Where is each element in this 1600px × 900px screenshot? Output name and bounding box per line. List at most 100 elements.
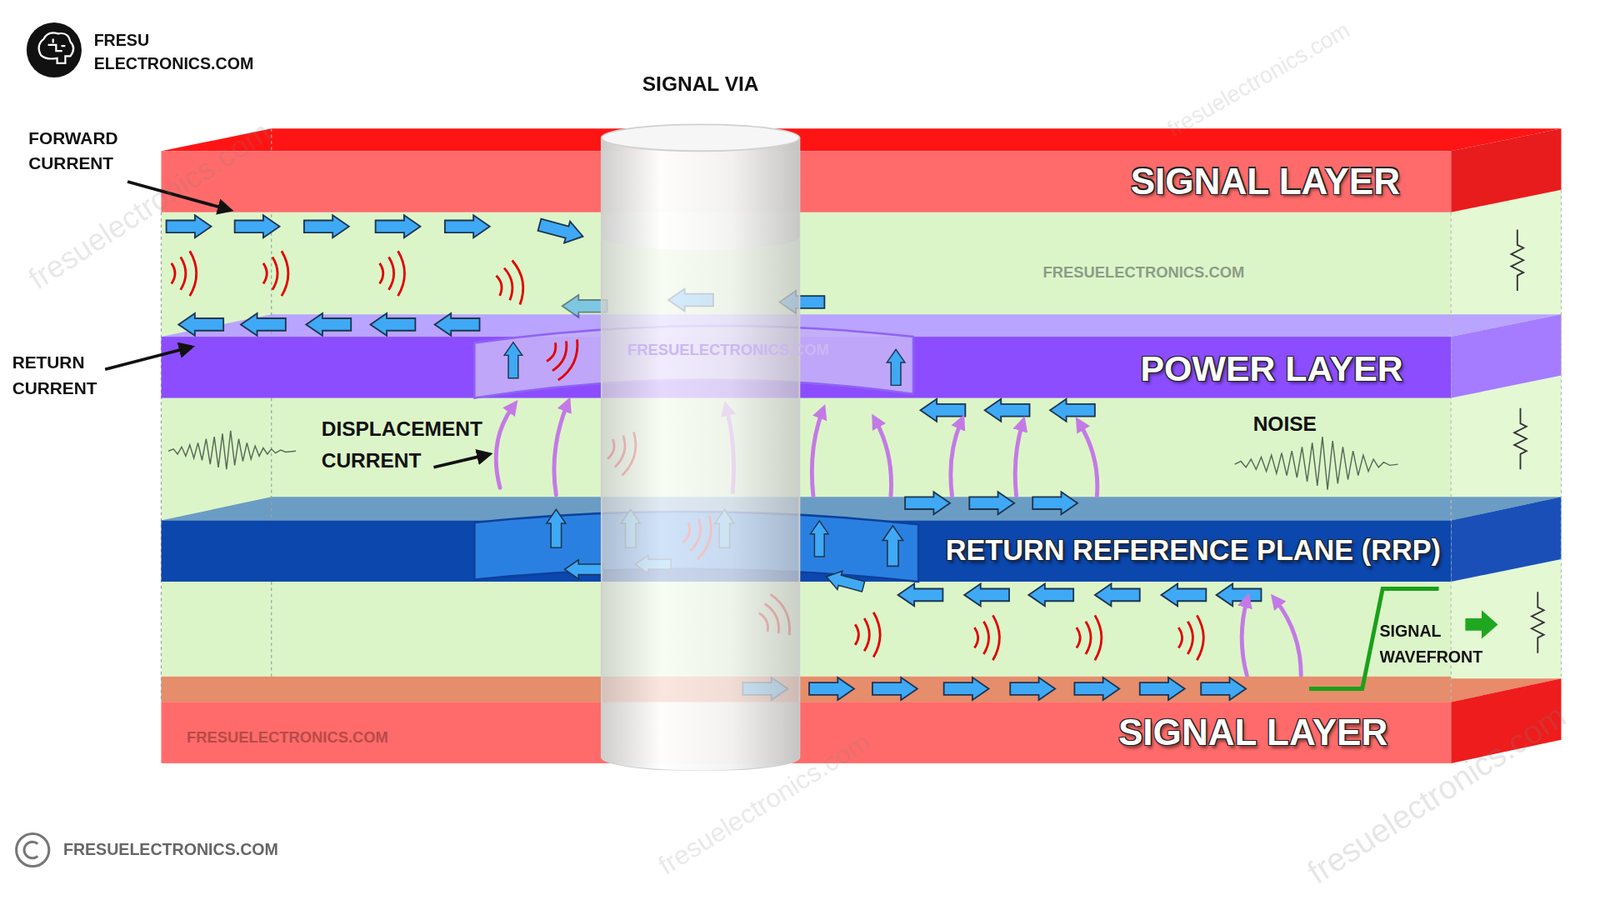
return-current-arrow: [969, 491, 1015, 515]
callout-label: RETURN CURRENT: [12, 350, 115, 401]
power-plane-bend: [474, 325, 914, 399]
forward-current-arrow: [944, 677, 990, 700]
return-current-arrow: [370, 313, 415, 336]
forward-current-arrow: [375, 215, 421, 238]
return-current-arrow: [504, 342, 523, 379]
signal-trace: [160, 676, 1451, 703]
noise-waveform: [168, 430, 296, 470]
return-current-arrow: [824, 567, 866, 596]
displacement-arrow: [811, 410, 823, 496]
displacement-arrow: [950, 421, 962, 496]
signal-layer: SIGNAL LAYER: [160, 150, 1451, 212]
copyright-mark: [24, 841, 38, 859]
field-arc: [494, 259, 527, 308]
field-arc: [855, 612, 880, 658]
resistor-symbol: [1531, 591, 1545, 653]
dielectric-side: [1450, 190, 1561, 703]
field-arc: [1076, 615, 1102, 660]
field-arc: [541, 331, 584, 384]
forward-current-arrow: [1140, 677, 1185, 700]
return-current-arrow: [886, 349, 905, 385]
displacement-arrow: [726, 408, 735, 492]
return-current-arrow: [178, 313, 224, 336]
layer-label: SIGNAL LAYER: [1118, 712, 1388, 754]
return-current-arrow: [898, 583, 944, 606]
forward-current-arrow: [166, 215, 212, 238]
callout-leader: [105, 346, 192, 370]
signal-layer-side-face: [1450, 128, 1561, 212]
return-current-arrow: [780, 290, 825, 314]
via-barrel: [601, 137, 800, 250]
layer-label: RETURN REFERENCE PLANE (RRP): [945, 535, 1441, 568]
forward-current-arrow: [872, 677, 918, 700]
noise-label: NOISE: [1253, 410, 1317, 435]
signal-via: SIGNAL VIA: [600, 66, 801, 771]
forward-current-arrow: [1074, 677, 1120, 700]
forward-current-arrow: [742, 677, 788, 700]
return-current-arrow: [920, 399, 965, 422]
layer-label: SIGNAL LAYER: [1130, 160, 1400, 202]
watermark: FRESUELECTRONICS.COM: [1042, 263, 1245, 282]
forward-current-arrow: [536, 214, 586, 248]
layer-label: POWER LAYER: [1140, 347, 1404, 388]
watermark: FRESUELECTRONICS.COM: [627, 340, 830, 360]
power-layer-side-face: [1450, 314, 1561, 398]
return-current-arrow: [882, 525, 903, 566]
noise-waveform: [1235, 436, 1399, 490]
rrp-bend: [474, 511, 919, 582]
return-current-arrow: [620, 509, 640, 548]
displacement-arrow: [875, 420, 892, 496]
return-current-arrow: [985, 399, 1030, 422]
return-current-arrow: [715, 509, 735, 548]
watermark: FRESUELECTRONICS.COM: [186, 728, 389, 747]
forward-current-arrow: [445, 215, 490, 238]
displacement-arrow: [1080, 423, 1098, 496]
field-arc: [974, 615, 1000, 660]
displacement-arrow: [554, 404, 568, 495]
return-current-arrow: [1032, 491, 1078, 515]
return-current-arrow: [635, 555, 671, 574]
return-current-arrow: [1160, 583, 1206, 606]
via-cap: [601, 124, 800, 151]
displacement-arrow: [1275, 600, 1302, 676]
return-current-arrow: [1216, 583, 1262, 606]
displacement-arrow: [1241, 600, 1247, 676]
return-current-arrow: [546, 509, 566, 548]
field-arc: [263, 250, 289, 296]
rrp-side-face: [1450, 496, 1561, 582]
return-current-arrow: [240, 313, 286, 336]
return-current-arrow: [1028, 583, 1074, 606]
return-current-arrow: [565, 560, 604, 580]
resistor-symbol: [1510, 230, 1524, 291]
logo-badge: [26, 22, 82, 78]
field-arc: [754, 591, 796, 644]
forward-current-arrow: [1200, 677, 1246, 700]
return-current-arrow: [562, 295, 608, 318]
field-arc: [680, 510, 716, 561]
via-barrel: [601, 137, 800, 770]
signal-layer-top-face: [160, 128, 1561, 151]
return-current-arrow: [1095, 583, 1140, 606]
hidden-edge: [1450, 212, 1452, 703]
field-arc: [171, 250, 197, 296]
hidden-edge: [1560, 190, 1562, 680]
callout-leader: [433, 454, 490, 468]
displacement-arrow: [495, 405, 514, 488]
forward-current-arrow: [809, 677, 855, 700]
displacement-arrow: [1015, 423, 1023, 496]
field-arc: [1178, 615, 1204, 660]
watermark: fresuelectronics.com: [1163, 17, 1355, 144]
logo-text: FRESU ELECTRONICS.COM: [94, 28, 278, 75]
return-current-arrow: [810, 520, 829, 557]
via-barrel: [601, 701, 800, 770]
return-current-arrow: [435, 313, 480, 336]
wavefront-arrow: [1465, 610, 1498, 639]
hidden-edge: [160, 212, 162, 703]
return-current-arrow: [1050, 399, 1095, 422]
via-barrel: [600, 66, 801, 771]
forward-current-arrow: [235, 215, 280, 238]
callout-label: FORWARD CURRENT: [28, 125, 143, 177]
callout-label: DISPLACEMENT CURRENT: [321, 413, 505, 477]
field-arc: [380, 250, 405, 296]
dielectric-front: [160, 212, 1451, 703]
